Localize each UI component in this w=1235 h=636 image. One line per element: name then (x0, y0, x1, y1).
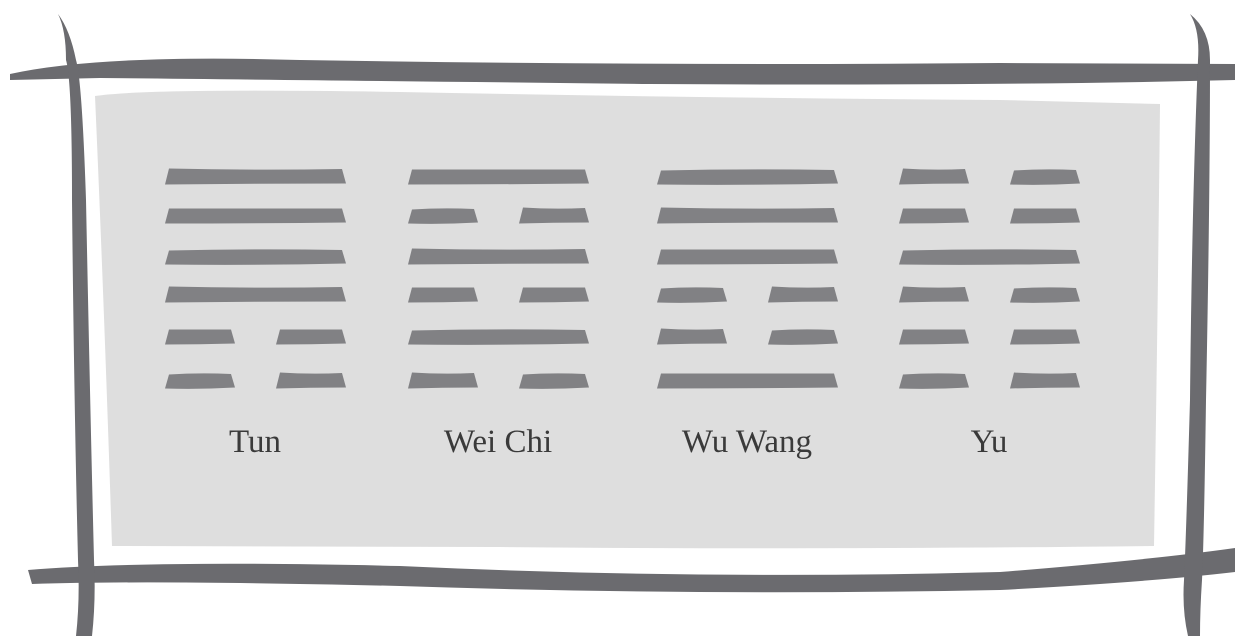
frame-bottom-bar (28, 548, 1235, 592)
hexagram-2-line-4-broken-right (519, 288, 589, 303)
hexagram-2-line-1-solid (408, 170, 589, 185)
hexagram-4-line-2-broken-left (899, 209, 969, 224)
hexagram-2-line-2-broken-left (408, 208, 478, 223)
hexagram-label-yu: Yu (869, 424, 1109, 461)
hexagram-3-line-1-solid (657, 169, 838, 184)
hexagram-4-line-5-broken-right (1010, 330, 1080, 345)
hexagram-3-line-5-broken-right (768, 329, 838, 344)
hexagram-3-line-3-solid (657, 250, 838, 265)
hexagram-1-line-1-solid (165, 169, 346, 185)
hexagram-4-line-3-solid (899, 249, 1080, 264)
hexagram-4-line-2-broken-right (1010, 209, 1080, 224)
hexagram-label-tun: Tun (135, 424, 375, 461)
hexagram-2-line-6-broken-left (408, 373, 478, 389)
hexagram-4-line-1-broken-right (1010, 169, 1080, 184)
hexagram-3-line-4-broken-right (768, 287, 838, 303)
hexagram-2-line-2-broken-right (519, 208, 589, 224)
hexagram-2-line-3-solid (408, 249, 589, 265)
hexagram-4-line-1-broken-left (899, 169, 969, 185)
hexagram-label-wu-wang: Wu Wang (627, 424, 867, 461)
hexagram-1-line-5-broken-left (165, 330, 235, 345)
hexagram-3-line-6-solid (657, 374, 838, 389)
hexagram-1-line-6-broken-right (276, 373, 346, 389)
hexagram-3-line-5-broken-left (657, 329, 727, 345)
hexagram-1-line-3-solid (165, 249, 346, 264)
hexagram-2-line-4-broken-left (408, 288, 478, 303)
frame-right-post (1184, 14, 1211, 636)
hexagram-4-line-4-broken-right (1010, 287, 1080, 302)
hexagram-4-line-4-broken-left (899, 287, 969, 303)
hexagram-2-line-5-solid (408, 329, 589, 344)
hexagram-2-line-6-broken-right (519, 373, 589, 388)
frame-left-post (58, 14, 95, 636)
hexagram-1-line-5-broken-right (276, 330, 346, 345)
hexagram-1-line-6-broken-left (165, 373, 235, 388)
frame-top-bar (10, 59, 1235, 85)
hexagram-3-line-4-broken-left (657, 287, 727, 302)
hexagram-3-line-2-solid (657, 208, 838, 224)
hexagram-1-line-2-solid (165, 209, 346, 224)
hexagram-4-line-5-broken-left (899, 330, 969, 345)
hexagram-4-line-6-broken-right (1010, 373, 1080, 389)
gray-panel (95, 91, 1160, 549)
hexagram-4-line-6-broken-left (899, 373, 969, 388)
hexagram-label-wei-chi: Wei Chi (378, 424, 618, 461)
hexagram-1-line-4-solid (165, 287, 346, 303)
